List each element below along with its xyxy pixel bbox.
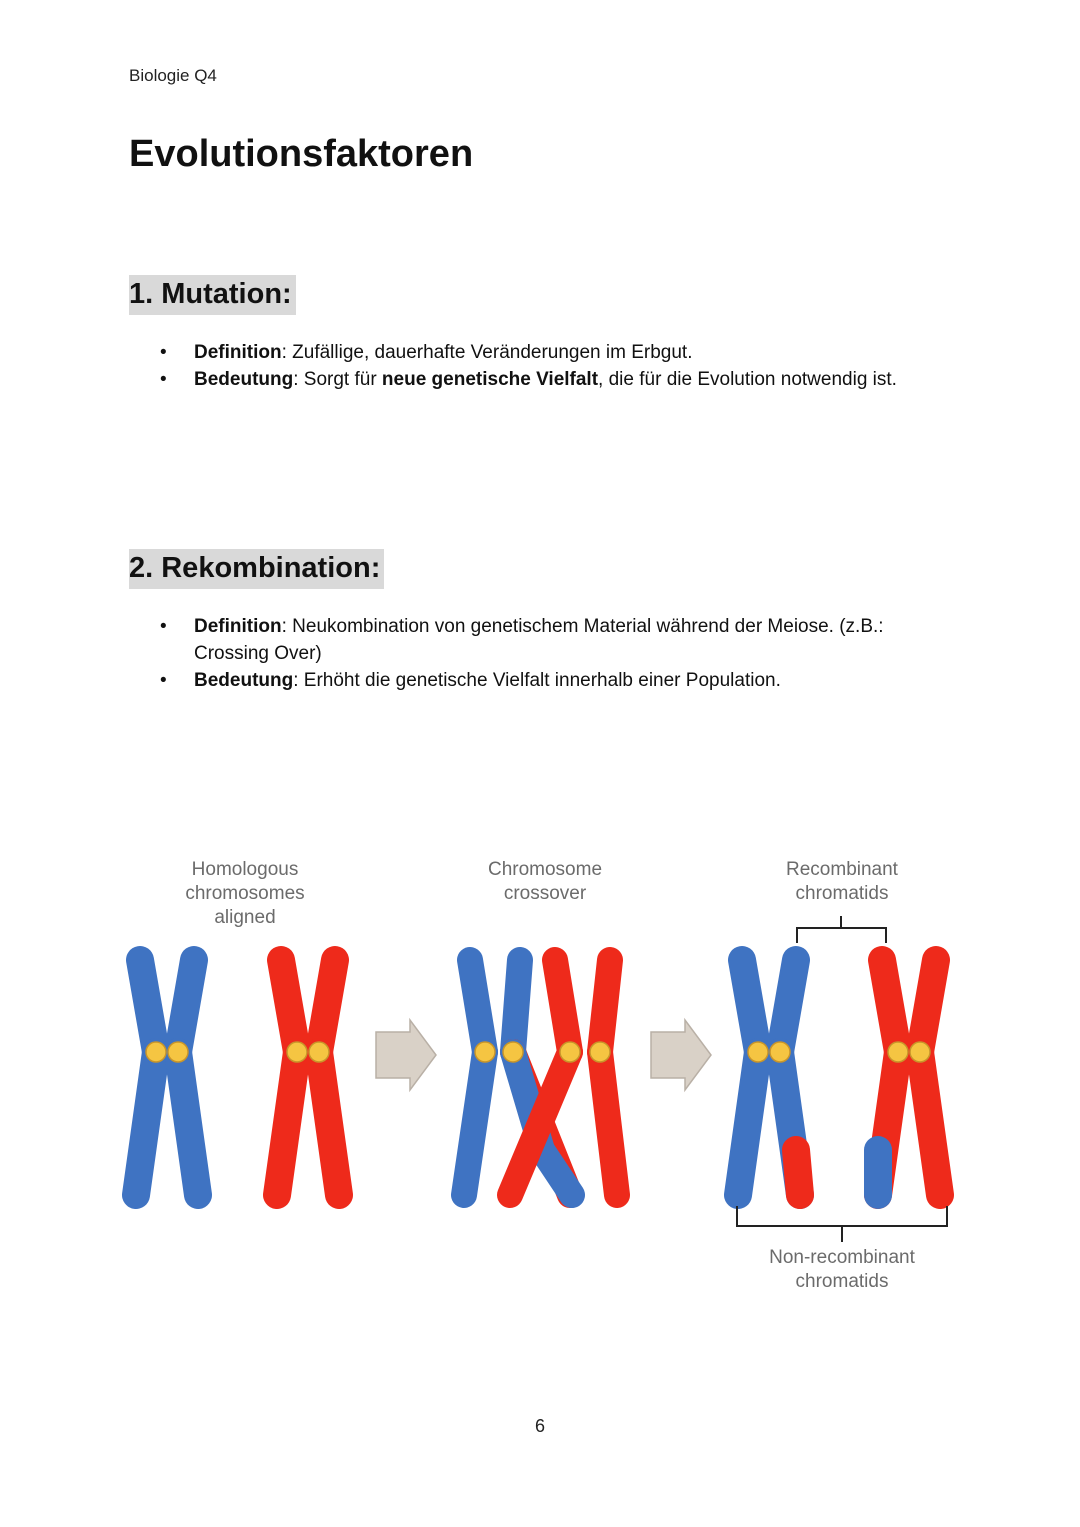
chromatid-arm: [906, 946, 950, 1066]
centromere: [909, 1041, 931, 1063]
chromatid-arm: [305, 1038, 353, 1209]
chromatid-arm: [782, 1136, 814, 1209]
centromere: [769, 1041, 791, 1063]
bullet-icon: •: [160, 369, 167, 390]
label-recombinant: Recombinant chromatids: [786, 859, 898, 904]
chromatid-arm: [497, 1039, 583, 1208]
arrow-right-icon: [650, 1017, 712, 1093]
chromatid-arm: [868, 946, 912, 1066]
chromatid-arm: [164, 1038, 212, 1209]
label-crossover: Chromosome crossover: [487, 859, 603, 904]
chromatid-arm: [724, 1038, 772, 1209]
bullet-icon: •: [160, 342, 167, 363]
chromatid-arm: [500, 947, 533, 1065]
item-text: : Neukombination von genetischem Materia…: [194, 616, 884, 664]
label-homologous: Homologous chromosomes aligned: [185, 859, 305, 928]
item-text: : Sorgt für: [293, 369, 382, 390]
page-number: 6: [534, 1416, 545, 1436]
chromatid-arm: [542, 947, 583, 1065]
bullet-icon: •: [160, 670, 167, 691]
list-item: • Definition: Neukombination von genetisc…: [129, 613, 949, 667]
centromere: [887, 1041, 909, 1063]
chromatid-arm: [766, 946, 810, 1066]
page-title: Evolutionsfaktoren: [129, 133, 474, 175]
chromatid-arm: [451, 1039, 498, 1208]
chromatid-arm: [263, 1038, 311, 1209]
chromatid-arm: [164, 946, 208, 1066]
centromere: [145, 1041, 167, 1063]
crossing-over-diagram: Homologous chromosomes aligned Chromosom…: [110, 850, 970, 1310]
arrow-right-icon: [375, 1017, 437, 1093]
centromere: [286, 1041, 308, 1063]
emphasis: neue genetische Vielfalt: [381, 369, 599, 390]
centromere: [589, 1041, 611, 1063]
non-recombinant-bracket: [736, 1206, 948, 1242]
chromatid-arm: [126, 946, 170, 1066]
chromatid-arm: [305, 946, 349, 1066]
chromatid-arm: [587, 1039, 630, 1208]
chromosome-drawing: [122, 916, 954, 1242]
recombinant-bracket: [796, 916, 887, 943]
bullet-icon: •: [160, 616, 167, 637]
centromere: [559, 1041, 581, 1063]
term: Bedeutung: [194, 369, 294, 390]
term: Definition: [194, 342, 282, 363]
centromere: [747, 1041, 769, 1063]
term: Definition: [194, 616, 282, 637]
list-item: • Bedeutung: Sorgt für neue genetische Vi…: [129, 366, 949, 393]
centromere: [167, 1041, 189, 1063]
list-item: • Bedeutung: Erhöht die genetische Vielfa…: [129, 667, 949, 694]
centromere: [308, 1041, 330, 1063]
label-non-recombinant: Non-recombinant chromatids: [769, 1247, 915, 1292]
list-item: • Definition: Zufällige, dauerhafte Verän…: [129, 339, 949, 366]
mutation-list: • Definition: Zufällige, dauerhafte Verän…: [129, 339, 949, 393]
centromere: [474, 1041, 496, 1063]
chromatid-arm: [529, 1137, 585, 1208]
page-header: Biologie Q4: [129, 66, 217, 85]
chromatid-arm: [457, 947, 498, 1065]
item-text: : Erhöht die genetische Vielfalt innerha…: [293, 670, 781, 691]
chromosome-layer: [122, 946, 954, 1209]
chromatid-arm: [587, 947, 623, 1065]
item-text: , die für die Evolution notwendig ist.: [598, 369, 897, 390]
chromatid-arm: [267, 946, 311, 1066]
term: Bedeutung: [194, 670, 294, 691]
chromatid-arm: [906, 1038, 954, 1209]
chromatid-arm: [122, 1038, 170, 1209]
centromere: [502, 1041, 524, 1063]
item-text: : Zufällige, dauerhafte Veränderungen im…: [281, 342, 693, 363]
chromatid-arm: [728, 946, 772, 1066]
section-heading-rekombination: 2. Rekombination:: [129, 549, 385, 589]
rekombination-list: • Definition: Neukombination von genetisc…: [129, 613, 949, 694]
section-heading-mutation: 1. Mutation:: [129, 275, 296, 315]
